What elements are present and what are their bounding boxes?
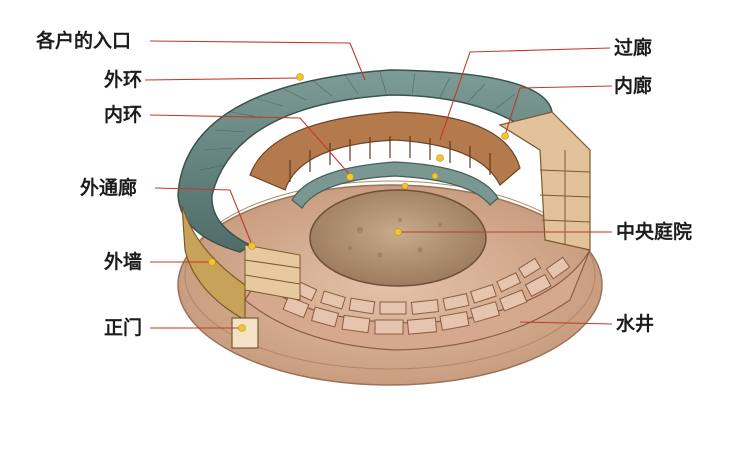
leader-outer-corridor <box>154 187 253 246</box>
label-inner-corridor: 内廊 <box>614 75 653 97</box>
central-courtyard-area <box>309 189 487 287</box>
label-passage: 过廊 <box>614 37 653 59</box>
leader-inner-corridor <box>504 85 613 136</box>
main-gate-doorway <box>231 317 259 349</box>
roof-tile-lines <box>199 71 516 171</box>
leader-inner-ring <box>149 114 351 176</box>
leader-passage <box>439 47 611 141</box>
ground-base-rim <box>184 180 596 370</box>
label-well: 水井 <box>616 313 655 335</box>
leader-lines <box>144 40 613 329</box>
label-entrance: 各户的入口 <box>36 30 132 52</box>
left-floor-lines <box>244 259 301 285</box>
gallery-posts <box>289 136 491 182</box>
label-central-courtyard: 中央庭院 <box>616 221 693 243</box>
leader-outer-ring <box>144 77 301 81</box>
front-room-cells <box>282 256 571 335</box>
inner-ring-gallery <box>249 111 521 191</box>
left-rooms-cut <box>244 244 301 301</box>
courtyard-texture <box>348 218 442 258</box>
right-wall-section <box>498 111 591 251</box>
anchor-dots <box>208 73 509 332</box>
label-outer-ring: 外环 <box>104 69 143 91</box>
right-floor-lines <box>539 150 591 245</box>
leader-well <box>519 321 613 325</box>
inner-ring-roof <box>291 161 499 209</box>
outer-roof <box>177 69 553 253</box>
label-outer-corridor: 外通廊 <box>80 177 138 199</box>
label-inner-ring: 内环 <box>104 104 143 126</box>
label-outer-wall: 外墙 <box>104 251 143 273</box>
label-main-gate: 正门 <box>104 317 143 339</box>
leader-entrance <box>149 40 366 81</box>
